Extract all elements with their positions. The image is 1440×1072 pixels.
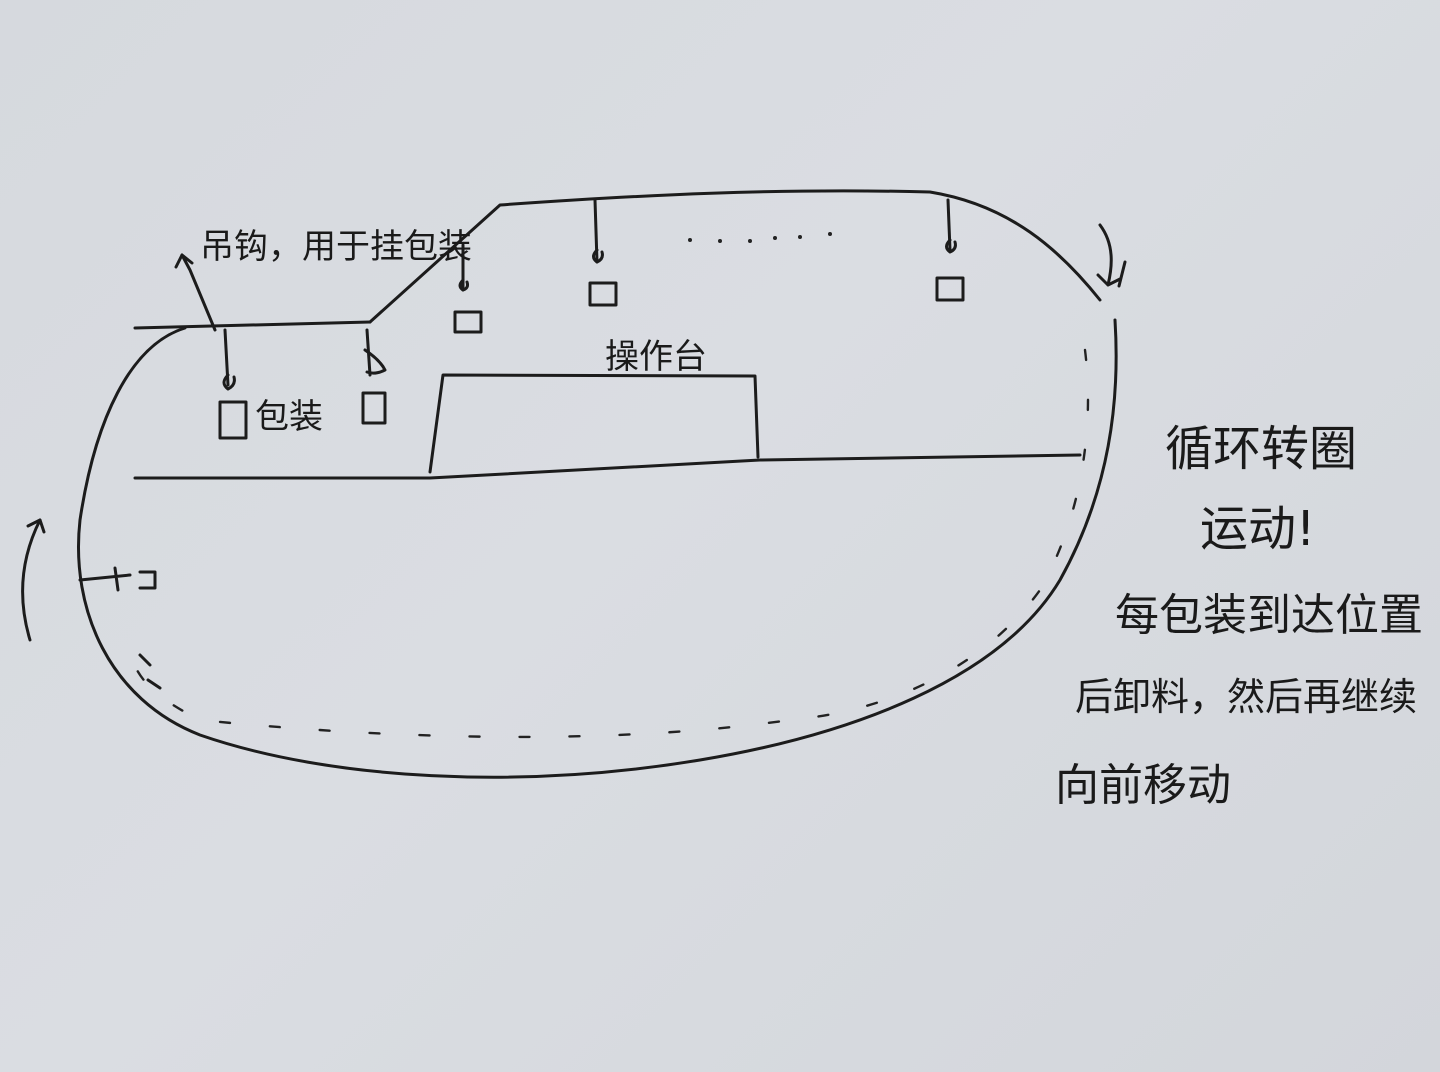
hook-bag-3 bbox=[453, 243, 483, 334]
left-tick-mark bbox=[138, 653, 162, 690]
note-line-2: 运动! bbox=[1200, 501, 1315, 557]
conveyor-loop-top bbox=[368, 189, 1102, 324]
hook-bag-5 bbox=[935, 198, 965, 302]
platform-label: 操作台 bbox=[605, 337, 707, 377]
note-line-1: 循环转圈 bbox=[1165, 421, 1357, 477]
continuation-dots bbox=[688, 232, 832, 243]
conveyor-loop-outer bbox=[77, 318, 1118, 779]
hook-label-leader bbox=[174, 253, 217, 332]
bag-label: 包装 bbox=[255, 397, 323, 437]
ground-line bbox=[133, 453, 1082, 480]
hook-bag-2 bbox=[361, 328, 387, 425]
side-note: 循环转圈 运动! 每包装到达位置 后卸料，然后再继续 向前移动 bbox=[1055, 421, 1423, 811]
note-line-4: 后卸料，然后再继续 bbox=[1075, 675, 1417, 719]
hook-bag-4 bbox=[588, 198, 618, 307]
conveyor-loop-left-top bbox=[133, 320, 372, 330]
hook-bag-1 bbox=[218, 328, 248, 440]
note-line-3: 每包装到达位置 bbox=[1115, 590, 1423, 641]
hook-label: 吊钩，用于挂包装 bbox=[200, 227, 472, 267]
crossing-mark bbox=[78, 566, 157, 592]
direction-arrow-right bbox=[1096, 223, 1127, 288]
operating-platform bbox=[428, 373, 760, 474]
note-line-5: 向前移动 bbox=[1055, 760, 1231, 811]
direction-arrow-left bbox=[21, 518, 46, 642]
